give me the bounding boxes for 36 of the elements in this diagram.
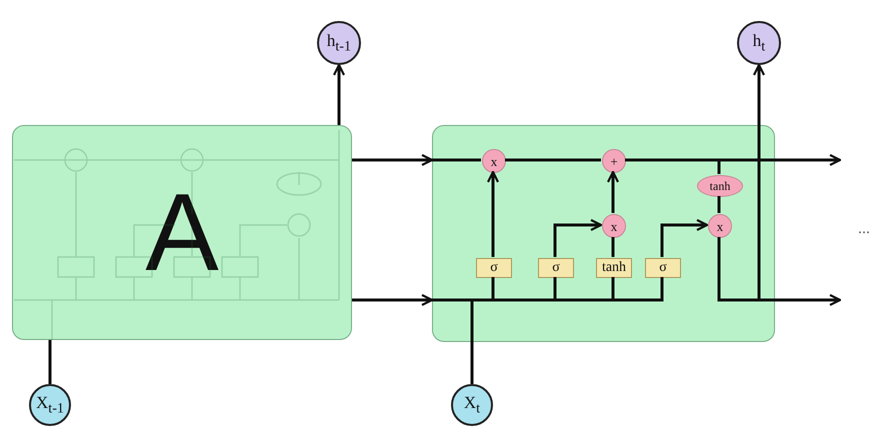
arrow (332, 64, 346, 125)
cell-box (432, 125, 775, 342)
ellipsis-label: ... (858, 220, 870, 238)
arrow (486, 170, 500, 257)
arrow (352, 154, 434, 166)
cell-letter: A (145, 178, 219, 288)
gate-box (476, 258, 512, 278)
operation-circle (708, 214, 732, 238)
operation-circle (602, 149, 626, 173)
tanh-ellipse (697, 175, 743, 197)
symbol-label: h$_{t-1}$ (326, 32, 352, 54)
symbol-label: x (490, 154, 498, 168)
input-circle (451, 384, 493, 426)
symbol-label: σ (490, 261, 498, 275)
symbol-label: h$_{t}$ (752, 32, 766, 54)
arrow (606, 170, 620, 213)
gate-box (645, 258, 681, 278)
symbol-label: tanh (602, 261, 626, 275)
output-circle (737, 21, 781, 65)
arrow (660, 218, 708, 257)
gate-box (538, 258, 574, 278)
symbol-label: x (610, 220, 618, 232)
symbol-label: X$_{t-1}$ (36, 394, 64, 416)
symbol-label: σ (552, 261, 560, 275)
output-circle (317, 21, 361, 65)
symbol-label: σ (659, 261, 667, 275)
arrow (352, 294, 434, 306)
symbol-label: + (610, 154, 618, 168)
operation-circle (602, 214, 626, 238)
arrow (554, 218, 602, 257)
input-circle (29, 384, 71, 426)
symbol-label: X$_{t}$ (464, 394, 480, 416)
symbol-label: x (716, 220, 724, 232)
symbol-label: tanh (710, 180, 730, 192)
gate-box (596, 258, 632, 278)
operation-circle (482, 149, 506, 173)
